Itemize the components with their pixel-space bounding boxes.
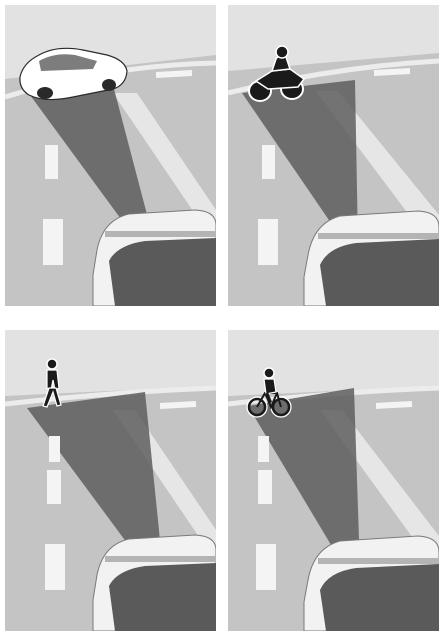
motorcycle-detection-illustration xyxy=(228,5,439,306)
car-detection-illustration xyxy=(5,5,216,306)
ego-car xyxy=(304,536,439,631)
sky-area xyxy=(5,330,216,396)
panel-bicycle-detection xyxy=(228,330,439,631)
ego-car xyxy=(304,211,439,306)
lane-marking xyxy=(256,544,276,590)
panel-car-detection xyxy=(5,5,216,306)
ego-car xyxy=(93,535,216,631)
lane-marking xyxy=(258,470,272,504)
lane-marking xyxy=(258,436,269,462)
lane-marking xyxy=(45,544,65,590)
lane-marking xyxy=(262,145,275,179)
ego-car xyxy=(93,210,216,306)
bicycle-detection-illustration xyxy=(228,330,439,631)
lane-marking xyxy=(258,219,278,265)
lane-marking xyxy=(49,436,60,462)
lane-marking xyxy=(43,219,63,265)
lane-marking xyxy=(47,470,61,504)
pedestrian-detection-illustration xyxy=(5,330,216,631)
sky-area xyxy=(228,330,439,396)
lane-marking xyxy=(45,145,58,179)
panel-motorcycle-detection xyxy=(228,5,439,306)
panel-pedestrian-detection xyxy=(5,330,216,631)
